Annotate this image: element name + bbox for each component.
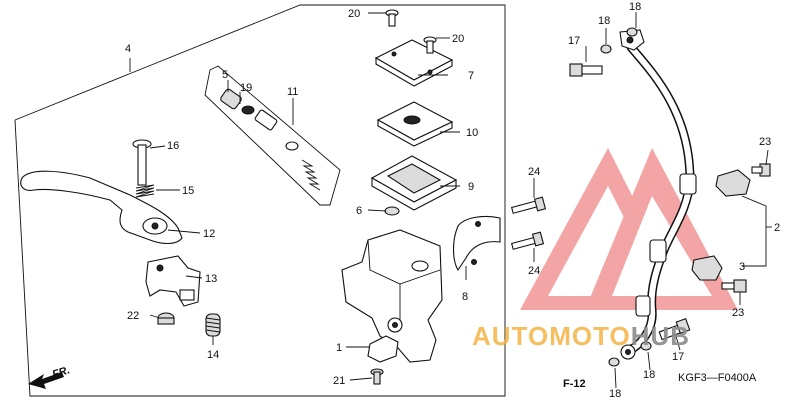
callout-17a: 17 xyxy=(568,35,580,47)
holder-bolt-1 xyxy=(510,196,547,214)
callout-9: 9 xyxy=(468,181,474,193)
piston-kit-frame xyxy=(204,65,341,206)
callout-11: 11 xyxy=(287,86,298,98)
spring xyxy=(135,184,155,198)
callout-12: 12 xyxy=(203,228,215,240)
callout-20a: 20 xyxy=(348,8,360,20)
callout-18b: 18 xyxy=(629,1,641,13)
callout-20b: 20 xyxy=(452,33,464,45)
section-reference: F-12 xyxy=(563,378,586,390)
switch-bracket xyxy=(145,255,201,307)
hose-clamp-2 xyxy=(691,255,723,281)
pivot-bolt xyxy=(132,139,152,186)
watermark-text: AUTOMOTOHUB xyxy=(472,321,690,351)
callout-labels: 4 5 19 11 16 15 12 13 22 14 20 20 7 10 9… xyxy=(125,1,780,400)
sealing-washer-4 xyxy=(640,341,652,351)
callout-5: 5 xyxy=(222,69,228,81)
nut xyxy=(157,312,175,325)
callout-18a: 18 xyxy=(598,15,610,27)
callout-22: 22 xyxy=(127,310,139,322)
watermark-logo-icon xyxy=(520,148,738,310)
callout-23b: 23 xyxy=(732,307,744,319)
callout-24a: 24 xyxy=(528,166,540,178)
callout-6: 6 xyxy=(356,205,362,217)
sealing-washer-1 xyxy=(600,44,612,54)
front-direction-label: FR. xyxy=(51,364,72,381)
callout-3: 3 xyxy=(739,261,745,273)
callout-18c: 18 xyxy=(643,369,655,381)
hose-clamp-1 xyxy=(715,169,751,197)
callout-14: 14 xyxy=(207,349,219,361)
clamp-bolt-1 xyxy=(751,163,771,177)
holder xyxy=(452,215,501,272)
callout-8: 8 xyxy=(462,291,468,303)
callout-4: 4 xyxy=(125,43,131,55)
figure-code: KGF3—F0400A xyxy=(678,372,757,384)
front-direction-arrow-icon xyxy=(28,372,64,389)
boot-cap xyxy=(384,206,400,216)
diaphragm xyxy=(370,155,458,211)
stop-switch xyxy=(367,335,399,363)
svg-text:AUTOMOTOHUB: AUTOMOTOHUB xyxy=(472,321,690,351)
cap-screw-2 xyxy=(423,36,437,54)
callout-10: 10 xyxy=(466,127,478,139)
callout-2: 2 xyxy=(774,222,780,234)
brake-hose xyxy=(626,43,697,355)
hose-fitting-bottom xyxy=(620,344,636,360)
callout-7: 7 xyxy=(468,70,474,82)
watermark-part1: AUTOMOTO xyxy=(472,321,631,351)
callout-17b: 17 xyxy=(672,351,684,363)
switch-screw xyxy=(370,368,384,385)
piston-parts xyxy=(220,88,321,191)
cap-screw-1 xyxy=(385,9,399,27)
watermark-part2: HUB xyxy=(631,321,690,351)
reservoir-cap xyxy=(374,39,454,87)
callout-24b: 24 xyxy=(528,265,540,277)
brake-lever xyxy=(20,170,183,245)
assembly-frame xyxy=(14,4,506,397)
callout-bracket xyxy=(741,195,772,267)
callout-18d: 18 xyxy=(609,388,621,400)
callout-15: 15 xyxy=(182,185,194,197)
sealing-washer-3 xyxy=(608,357,620,367)
leader-lines xyxy=(149,12,769,389)
callout-19: 19 xyxy=(240,82,252,94)
callout-13: 13 xyxy=(205,273,217,285)
master-cylinder-body xyxy=(341,229,443,363)
callout-1: 1 xyxy=(336,342,342,354)
callout-23a: 23 xyxy=(759,136,771,148)
callout-16: 16 xyxy=(167,140,179,152)
diaphragm-plate xyxy=(376,101,454,147)
oil-bolt-top xyxy=(569,63,603,77)
sealing-washer-2 xyxy=(626,27,638,37)
holder-bolt-2 xyxy=(510,231,545,250)
callout-21: 21 xyxy=(333,375,345,387)
oil-bolt-bottom xyxy=(658,317,691,341)
return-spring xyxy=(205,313,221,337)
